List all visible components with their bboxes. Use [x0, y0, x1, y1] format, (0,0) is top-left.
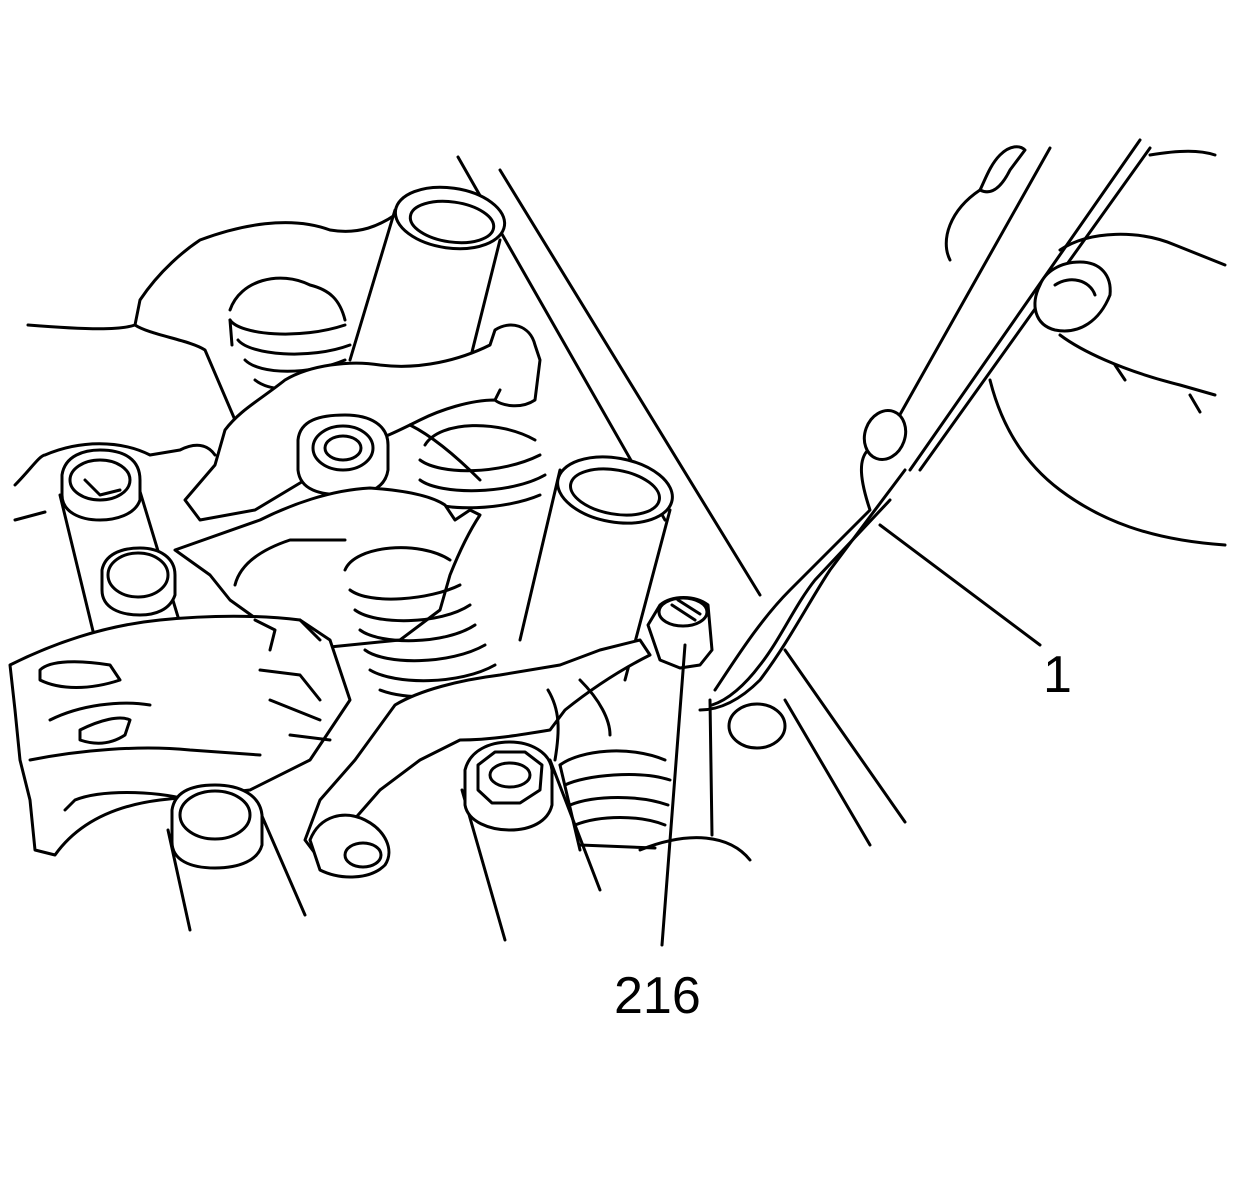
left-rocker-support: [58, 448, 187, 662]
leader-lines: [660, 523, 1042, 947]
leader-line-216: [660, 643, 687, 947]
adjuster-screw: [646, 596, 787, 750]
lower-valve-spring: [558, 749, 672, 852]
callout-216: 216: [614, 967, 701, 1025]
rear-rocker-bolt: [296, 413, 390, 497]
rear-valve-stem-cap: [348, 185, 507, 382]
left-lower-bolt: [166, 783, 307, 932]
callout-1: 1: [1043, 646, 1072, 704]
hand: [944, 145, 1227, 547]
front-valve-stem-cap: [518, 455, 674, 682]
cylinder-head-casting: [13, 213, 752, 862]
leader-line-1: [878, 523, 1042, 647]
front-rocker-arm-lower: [303, 638, 652, 879]
feeler-gauge-tool: [698, 138, 1152, 712]
left-rocker-stack: [8, 614, 352, 857]
front-rocker-arm-upper: [173, 486, 482, 652]
